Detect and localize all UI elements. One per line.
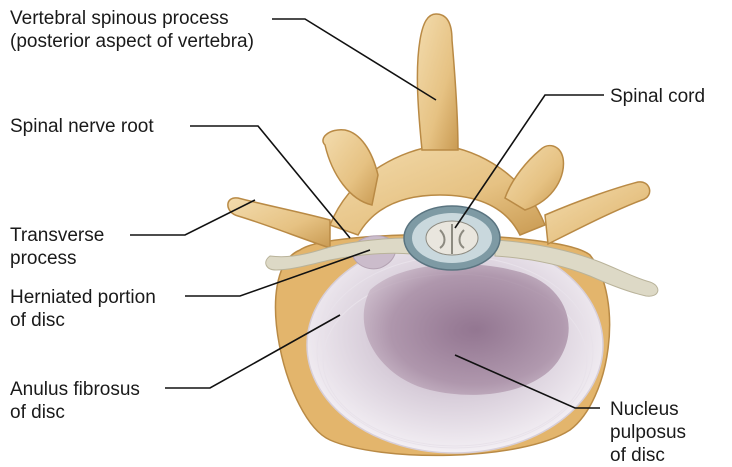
left-articular-process xyxy=(323,130,378,205)
leader-spinous xyxy=(272,19,436,100)
label-spinous-process: Vertebral spinous process (posterior asp… xyxy=(10,7,254,53)
label-nerve-root: Spinal nerve root xyxy=(10,115,154,138)
label-nucleus-line2: pulposus xyxy=(610,421,686,444)
label-spinous-line2: (posterior aspect of vertebra) xyxy=(10,30,254,53)
label-anulus-fibrosus: Anulus fibrosus of disc xyxy=(10,378,140,424)
label-nucleus-line1: Nucleus xyxy=(610,398,686,421)
label-anulus-line2: of disc xyxy=(10,401,140,424)
label-herniated-line2: of disc xyxy=(10,309,156,332)
label-transverse-line2: process xyxy=(10,247,104,270)
label-herniated-disc: Herniated portion of disc xyxy=(10,286,156,332)
label-nucleus-line3: of disc xyxy=(610,444,686,467)
label-herniated-line1: Herniated portion xyxy=(10,286,156,309)
label-transverse-line1: Transverse xyxy=(10,224,104,247)
label-transverse-process: Transverse process xyxy=(10,224,104,270)
spinous-process xyxy=(417,14,458,150)
label-spinal-cord-text: Spinal cord xyxy=(610,85,705,108)
right-transverse-process xyxy=(545,182,650,244)
label-spinal-cord: Spinal cord xyxy=(610,85,705,108)
right-articular-process xyxy=(505,146,563,210)
label-nucleus-pulposus: Nucleus pulposus of disc xyxy=(610,398,686,467)
label-spinous-line1: Vertebral spinous process xyxy=(10,7,254,30)
label-anulus-line1: Anulus fibrosus xyxy=(10,378,140,401)
label-nerve-root-text: Spinal nerve root xyxy=(10,115,154,138)
